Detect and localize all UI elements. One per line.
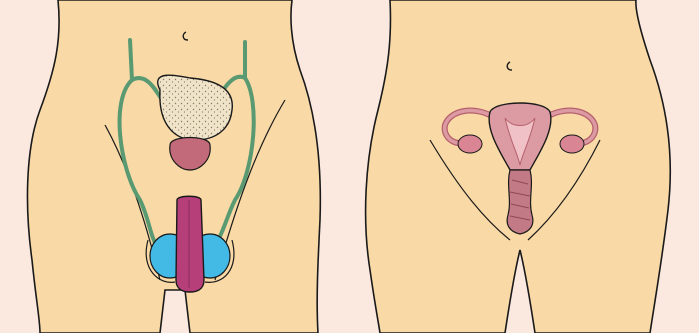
female-body-illustration [350,0,699,333]
vagina-icon [507,170,533,234]
male-figure [0,0,349,333]
male-body-illustration [0,0,349,333]
ovary-right [560,135,584,153]
penis-icon [176,196,204,292]
female-figure [350,0,699,333]
male-torso [27,0,320,333]
ovary-left [458,135,482,153]
